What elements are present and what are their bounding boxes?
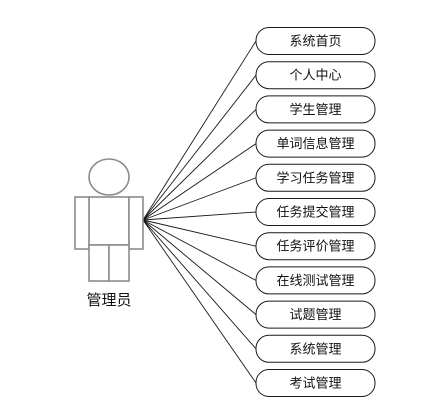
use-case-box <box>255 300 376 329</box>
use-case-list: 系统首页个人中心学生管理单词信息管理学习任务管理任务提交管理任务评价管理在线测试… <box>255 27 376 397</box>
use-case-box <box>255 334 376 363</box>
actor-left-leg <box>88 244 110 282</box>
actor-administrator: 管理员 <box>74 158 144 309</box>
actor-label: 管理员 <box>86 291 131 309</box>
association-line <box>142 219 257 350</box>
use-case-label: 系统管理 <box>289 342 341 357</box>
use-case-label: 在线测试管理 <box>276 274 354 289</box>
association-line <box>142 219 257 281</box>
use-case: 个人中心 <box>255 61 376 90</box>
use-case: 学生管理 <box>255 95 376 124</box>
use-case: 在线测试管理 <box>255 266 376 295</box>
use-case-box <box>255 232 376 261</box>
use-case: 考试管理 <box>255 369 376 397</box>
use-case-box <box>255 95 376 124</box>
association-line <box>142 219 257 315</box>
use-case-label: 任务提交管理 <box>276 205 354 221</box>
association-line <box>142 143 257 221</box>
association-line <box>142 74 257 221</box>
actor-head <box>88 158 130 196</box>
use-case-label: 学习任务管理 <box>276 170 354 186</box>
use-case-box <box>255 369 376 397</box>
actor-left-arm <box>74 196 90 250</box>
association-line <box>142 109 257 221</box>
use-case-label: 任务评价管理 <box>276 239 354 255</box>
use-case-label: 系统首页 <box>289 35 341 50</box>
use-case-label: 学生管理 <box>289 102 341 118</box>
use-case-label: 试题管理 <box>289 308 341 323</box>
actor-torso <box>88 196 130 246</box>
use-case-box <box>255 266 376 295</box>
use-case: 试题管理 <box>255 300 376 329</box>
use-case-box <box>255 163 376 192</box>
association-line <box>142 219 257 247</box>
use-case: 任务评价管理 <box>255 232 376 261</box>
use-case: 系统首页 <box>255 27 376 55</box>
use-case-box <box>255 27 376 55</box>
use-case-box <box>255 61 376 90</box>
use-case-label: 单词信息管理 <box>276 136 354 152</box>
use-case: 系统管理 <box>255 334 376 363</box>
use-case-box <box>255 198 376 226</box>
use-case-label: 考试管理 <box>289 377 341 392</box>
use-case: 单词信息管理 <box>255 129 376 158</box>
actor-right-arm <box>128 196 144 250</box>
association-line <box>142 177 257 221</box>
association-line <box>142 40 257 221</box>
association-line <box>142 219 257 384</box>
association-line <box>142 211 257 221</box>
use-case: 任务提交管理 <box>255 198 376 226</box>
use-case-box <box>255 129 376 158</box>
use-case: 学习任务管理 <box>255 163 376 192</box>
use-case-label: 个人中心 <box>289 69 341 84</box>
actor-right-leg <box>108 244 130 282</box>
association-lines <box>142 40 257 384</box>
